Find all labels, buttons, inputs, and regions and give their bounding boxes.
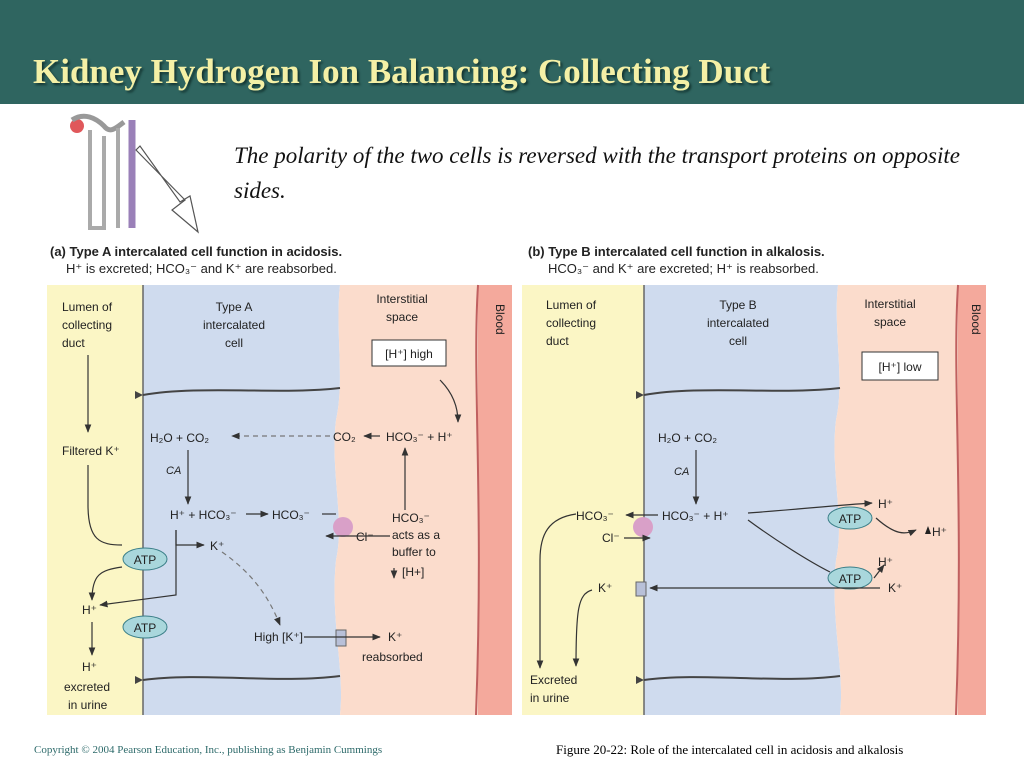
- atp-label-a2: ATP: [134, 621, 156, 635]
- high-k-label: High [K⁺]: [254, 630, 303, 644]
- hco3-arrow-label: HCO₃⁻: [272, 508, 310, 522]
- panel-b-heading: (b) Type B intercalated cell function in…: [528, 244, 825, 259]
- k-reabsorbed-label: K⁺reabsorbed: [362, 630, 423, 664]
- h-plus-b1: H⁺: [878, 497, 893, 511]
- cell-region-a: [143, 285, 342, 715]
- panel-a: (a) Type A intercalated cell function in…: [47, 244, 512, 716]
- panel-a-subheading: H⁺ is excreted; HCO₃⁻ and K⁺ are reabsor…: [66, 261, 337, 276]
- arrows-b: [536, 450, 917, 669]
- h-low-label: [H⁺] low: [878, 360, 921, 374]
- atp-pump-a1: [122, 547, 168, 571]
- k-lumen-b: K⁺: [598, 581, 612, 595]
- panel-b: (b) Type B intercalated cell function in…: [522, 244, 986, 716]
- filtered-k-label: Filtered K⁺: [62, 444, 120, 458]
- lumen-region-a: [47, 285, 143, 715]
- h-hco3-a: H⁺ + HCO₃⁻: [170, 508, 237, 522]
- figure-caption: Figure 20-22: Role of the intercalated c…: [556, 742, 904, 757]
- h-plus-b2: H⁺: [878, 555, 893, 569]
- lumen-region-b: [522, 285, 644, 715]
- hco3-h-a: HCO₃⁻ + H⁺: [386, 430, 453, 444]
- copyright-text: Copyright © 2004 Pearson Education, Inc.…: [34, 744, 383, 756]
- h2o-co2-b: H₂O + CO₂: [658, 431, 717, 445]
- atp-label-b1: ATP: [839, 512, 861, 526]
- h-plus-a: H⁺: [82, 603, 97, 617]
- nephron-thumbnail: [70, 113, 199, 234]
- blood-region-b: [958, 285, 986, 715]
- cell-region-b: [644, 285, 842, 715]
- h-high-box: [371, 339, 447, 367]
- atp-label-b2: ATP: [839, 572, 861, 586]
- hco3-lumen-b: HCO₃⁻: [576, 509, 614, 523]
- atp-pump-b1: [827, 506, 873, 530]
- atp-pump-b2: [827, 566, 873, 590]
- panel-b-subheading: HCO₃⁻ and K⁺ are excreted; H⁺ is reabsor…: [548, 261, 819, 276]
- co2-label: CO₂: [333, 430, 356, 444]
- title-bar: [0, 0, 1024, 104]
- interstitial-region-a: [334, 285, 478, 715]
- cl-a: Cl⁻: [356, 530, 374, 544]
- interstitial-region-b: [834, 285, 958, 715]
- hco3-h-b: HCO₃⁻ + H⁺: [662, 509, 729, 523]
- blood-label-a: Blood: [493, 304, 507, 335]
- slide-title: Kidney Hydrogen Ion Balancing: Collectin…: [33, 52, 771, 91]
- h-plus-blood-b: H⁺: [932, 525, 947, 539]
- k-channel-a: [335, 629, 347, 647]
- slide-subtitle: The polarity of the two cells is reverse…: [234, 143, 960, 203]
- cl-hco3-exchanger-b: [633, 517, 653, 537]
- k-channel-b: [635, 581, 647, 597]
- arrows-a: [84, 355, 462, 656]
- k-plus-a: K⁺: [210, 539, 224, 553]
- h-low-box: [861, 351, 939, 381]
- cl-hco3-exchanger-a: [333, 517, 353, 537]
- panel-a-heading: (a) Type A intercalated cell function in…: [50, 244, 342, 259]
- h2o-co2-a: H₂O + CO₂: [150, 431, 209, 445]
- atp-pump-a2: [122, 615, 168, 639]
- cl-b: Cl⁻: [602, 531, 620, 545]
- h-high-label: [H⁺] high: [385, 347, 433, 361]
- k-int-b: K⁺: [888, 581, 902, 595]
- ca-a: CA: [166, 465, 181, 477]
- blood-region-a: [478, 285, 512, 715]
- ca-b: CA: [674, 466, 689, 478]
- atp-label-a1: ATP: [134, 553, 156, 567]
- blood-label-b: Blood: [969, 304, 983, 335]
